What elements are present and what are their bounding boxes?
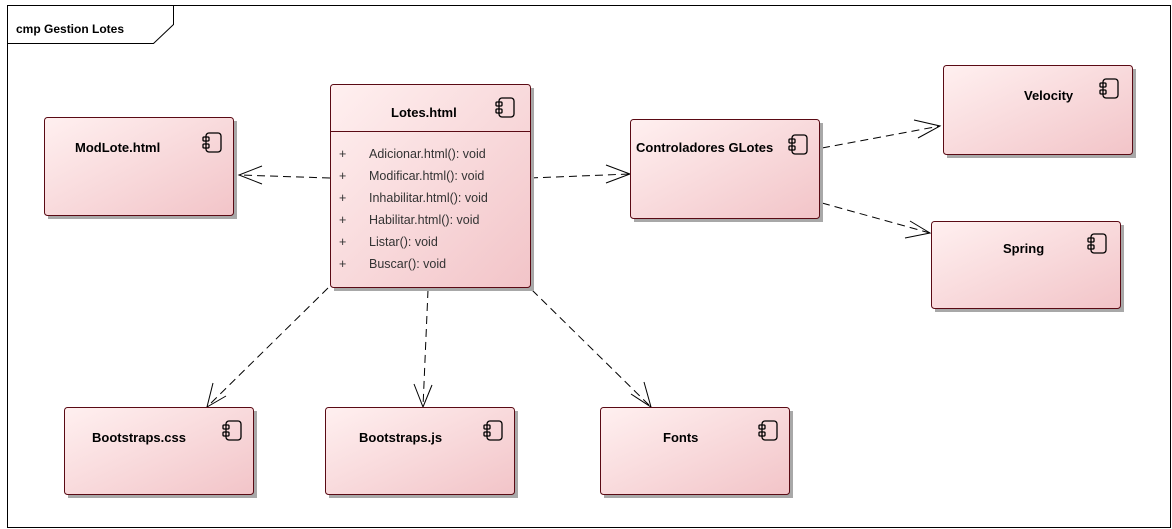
component-controladores-name: Controladores GLotes xyxy=(636,140,773,155)
component-controladores-glotes[interactable]: Controladores GLotes xyxy=(630,119,824,223)
operation-signature: Adicionar.html(): void xyxy=(369,147,486,161)
component-lotes[interactable]: Lotes.html + Adicionar.html(): void + Mo… xyxy=(330,84,535,292)
component-icon xyxy=(495,97,515,118)
operation-item: + Habilitar.html(): void xyxy=(339,213,479,227)
component-fonts-name: Fonts xyxy=(663,430,698,445)
operation-visibility: + xyxy=(339,257,346,271)
operations-list: + Adicionar.html(): void + Modificar.htm… xyxy=(339,147,488,271)
component-bootstraps-js-name: Bootstraps.js xyxy=(359,430,442,445)
diagram-frame: cmp Gestion Lotes xyxy=(7,5,1171,528)
operation-item: + Inhabilitar.html(): void xyxy=(339,191,488,205)
operation-signature: Habilitar.html(): void xyxy=(369,213,479,227)
component-icon xyxy=(222,420,242,441)
component-icon xyxy=(483,420,503,441)
operation-visibility: + xyxy=(339,213,346,227)
component-spring[interactable]: Spring xyxy=(931,221,1125,313)
dependency-connectors xyxy=(206,119,942,409)
operation-signature: Modificar.html(): void xyxy=(369,169,484,183)
operation-visibility: + xyxy=(339,147,346,161)
component-lotes-name: Lotes.html xyxy=(391,105,457,120)
component-spring-name: Spring xyxy=(1003,241,1044,256)
component-bootstraps-css-name: Bootstraps.css xyxy=(92,430,186,445)
operation-item: + Adicionar.html(): void xyxy=(339,147,486,161)
component-icon xyxy=(202,132,222,153)
frame-label: cmp Gestion Lotes xyxy=(16,22,124,36)
component-icon xyxy=(758,420,778,441)
dependency-lotes-to-fonts[interactable] xyxy=(531,289,652,409)
dependency-lotes-to-bootstraps-js[interactable] xyxy=(413,289,433,409)
operation-visibility: + xyxy=(339,169,346,183)
dependency-controladores-to-velocity[interactable] xyxy=(821,119,942,149)
frame-tab xyxy=(7,5,174,44)
component-bootstraps-css[interactable]: Bootstraps.css xyxy=(64,407,258,499)
operation-signature: Buscar(): void xyxy=(369,257,446,271)
component-bootstraps-js[interactable]: Bootstraps.js xyxy=(325,407,519,499)
operation-visibility: + xyxy=(339,191,346,205)
dependency-controladores-to-spring[interactable] xyxy=(821,202,932,239)
dependency-lotes-to-modlote[interactable] xyxy=(237,165,331,185)
component-velocity-name: Velocity xyxy=(1024,88,1074,103)
operation-signature: Listar(): void xyxy=(369,235,438,249)
component-icon xyxy=(1099,78,1119,99)
dependency-lotes-to-bootstraps-css[interactable] xyxy=(206,287,329,409)
operation-item: + Buscar(): void xyxy=(339,257,446,271)
component-icon xyxy=(788,134,808,155)
component-modlote[interactable]: ModLote.html xyxy=(44,117,238,220)
dependency-lotes-to-controladores[interactable] xyxy=(529,164,632,184)
component-fonts[interactable]: Fonts xyxy=(600,407,794,499)
operation-item: + Modificar.html(): void xyxy=(339,169,484,183)
operation-item: + Listar(): void xyxy=(339,235,438,249)
operation-visibility: + xyxy=(339,235,346,249)
operation-signature: Inhabilitar.html(): void xyxy=(369,191,488,205)
component-modlote-name: ModLote.html xyxy=(75,140,160,155)
component-icon xyxy=(1087,233,1107,254)
component-velocity[interactable]: Velocity xyxy=(943,65,1137,159)
